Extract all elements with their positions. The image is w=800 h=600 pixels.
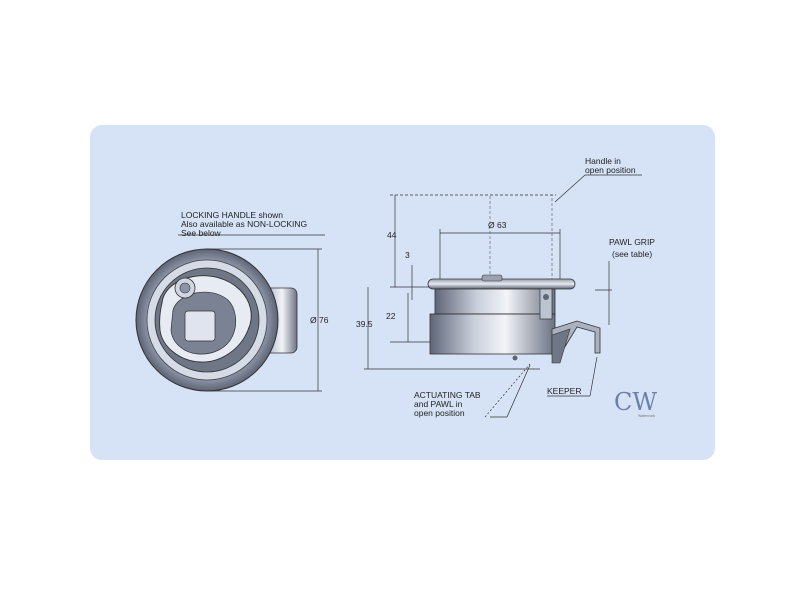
diagram-panel: Ø 76 LOCKING HANDLE shown Also available… [90, 125, 715, 460]
see-table-label: (see table) [612, 249, 652, 259]
keyhole [179, 282, 191, 294]
side-bracket [539, 288, 553, 320]
actuating-leader-2 [484, 363, 531, 418]
keeper-label: KEEPER [547, 386, 582, 396]
keeper-leader [589, 356, 598, 397]
actuating-line3: open position [414, 408, 465, 418]
dim-3: 3 [405, 250, 410, 260]
actuating-line2: and PAWL in [414, 399, 463, 409]
actuating-leader [506, 364, 531, 418]
pawl-grip-label: PAWL GRIP [609, 237, 655, 247]
dim-22: 22 [386, 311, 396, 321]
logo-mark: CW [614, 388, 657, 416]
upper-body [434, 288, 556, 315]
side-view: Ø 63 44 3 22 39.5 Handle in open positio… [356, 156, 657, 418]
handle-open-line1: Handle in [585, 156, 621, 166]
dim-76: Ø 76 [310, 315, 329, 325]
dim-44: 44 [387, 230, 397, 240]
actuating-line1: ACTUATING TAB [414, 390, 481, 400]
logo-subtitle: Watermark [638, 414, 655, 418]
front-view: Ø 76 LOCKING HANDLE shown Also available… [135, 210, 329, 392]
handle-open-leader [554, 174, 586, 203]
lower-body [429, 313, 556, 355]
logo: CW Watermark [614, 388, 657, 418]
locking-label-line2: Also available as NON-LOCKING [181, 219, 307, 229]
locking-label-line3: See below [181, 228, 222, 238]
handle-top [481, 274, 503, 282]
locking-label-line1: LOCKING HANDLE shown [181, 210, 283, 220]
technical-drawing: Ø 76 LOCKING HANDLE shown Also available… [90, 125, 715, 460]
handle-square [184, 310, 216, 342]
actuating-tab-pin [512, 355, 518, 361]
dim-39-5: 39.5 [356, 319, 373, 329]
handle-open-line2: open position [585, 165, 636, 175]
dim-63: Ø 63 [488, 220, 507, 230]
pawl-shadow [551, 328, 571, 364]
bracket-screw [543, 294, 549, 300]
